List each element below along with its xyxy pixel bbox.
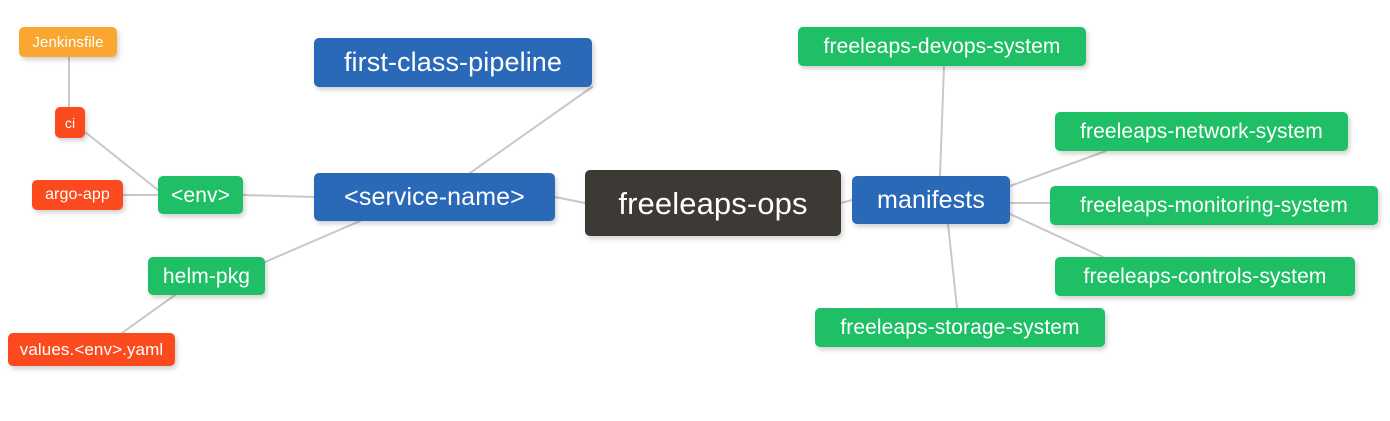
node-label: freeleaps-controls-system [1083,265,1327,288]
link-helm-pkg-to-values-yaml [121,294,176,334]
node-label: <service-name> [344,182,525,211]
mindmap-node-values-yaml[interactable]: values.<env>.yaml [8,333,175,366]
node-label: freeleaps-devops-system [823,35,1061,58]
mindmap-node-ci[interactable]: ci [55,107,85,138]
mindmap-node-freeleaps-controls-system[interactable]: freeleaps-controls-system [1055,257,1355,296]
mindmap-node-freeleaps-devops-system[interactable]: freeleaps-devops-system [798,27,1086,66]
mindmap-node-jenkinsfile[interactable]: Jenkinsfile [19,27,117,57]
node-label: freeleaps-network-system [1080,120,1323,143]
mindmap-node-freeleaps-monitoring-system[interactable]: freeleaps-monitoring-system [1050,186,1378,225]
node-label: argo-app [45,186,110,203]
link-manifests-to-freeleaps-devops-system [939,65,945,177]
mindmap-node-manifests[interactable]: manifests [852,176,1010,224]
link-manifests-to-freeleaps-storage-system [947,223,958,309]
link-service-name-to-helm-pkg [264,220,361,263]
mindmap-node-freeleaps-network-system[interactable]: freeleaps-network-system [1055,112,1348,151]
node-label: Jenkinsfile [32,33,104,51]
node-label: values.<env>.yaml [19,340,164,359]
node-label: first-class-pipeline [343,47,563,77]
node-label: freeleaps-storage-system [840,316,1080,339]
node-label: freeleaps-ops [618,185,808,221]
link-freeleaps-ops-to-service-name [554,196,586,204]
node-label: ci [64,114,76,131]
mindmap-node-first-class-pipeline[interactable]: first-class-pipeline [314,38,592,87]
mindmap-node-freeleaps-ops[interactable]: freeleaps-ops [585,170,841,236]
mindmap-node-freeleaps-storage-system[interactable]: freeleaps-storage-system [815,308,1105,347]
node-label: manifests [877,185,985,214]
node-label: <env> [171,183,230,207]
node-label: helm-pkg [162,264,251,288]
link-service-name-to-env [242,194,315,198]
link-service-name-to-first-class-pipeline [469,86,593,174]
node-label: freeleaps-monitoring-system [1080,194,1348,217]
mindmap-node-argo-app[interactable]: argo-app [32,180,123,210]
mindmap-node-service-name[interactable]: <service-name> [314,173,555,221]
mindmap-node-helm-pkg[interactable]: helm-pkg [148,257,265,295]
link-manifests-to-freeleaps-network-system [1009,150,1107,187]
mindmap-node-env[interactable]: <env> [158,176,243,214]
link-freeleaps-ops-to-manifests [840,199,853,204]
